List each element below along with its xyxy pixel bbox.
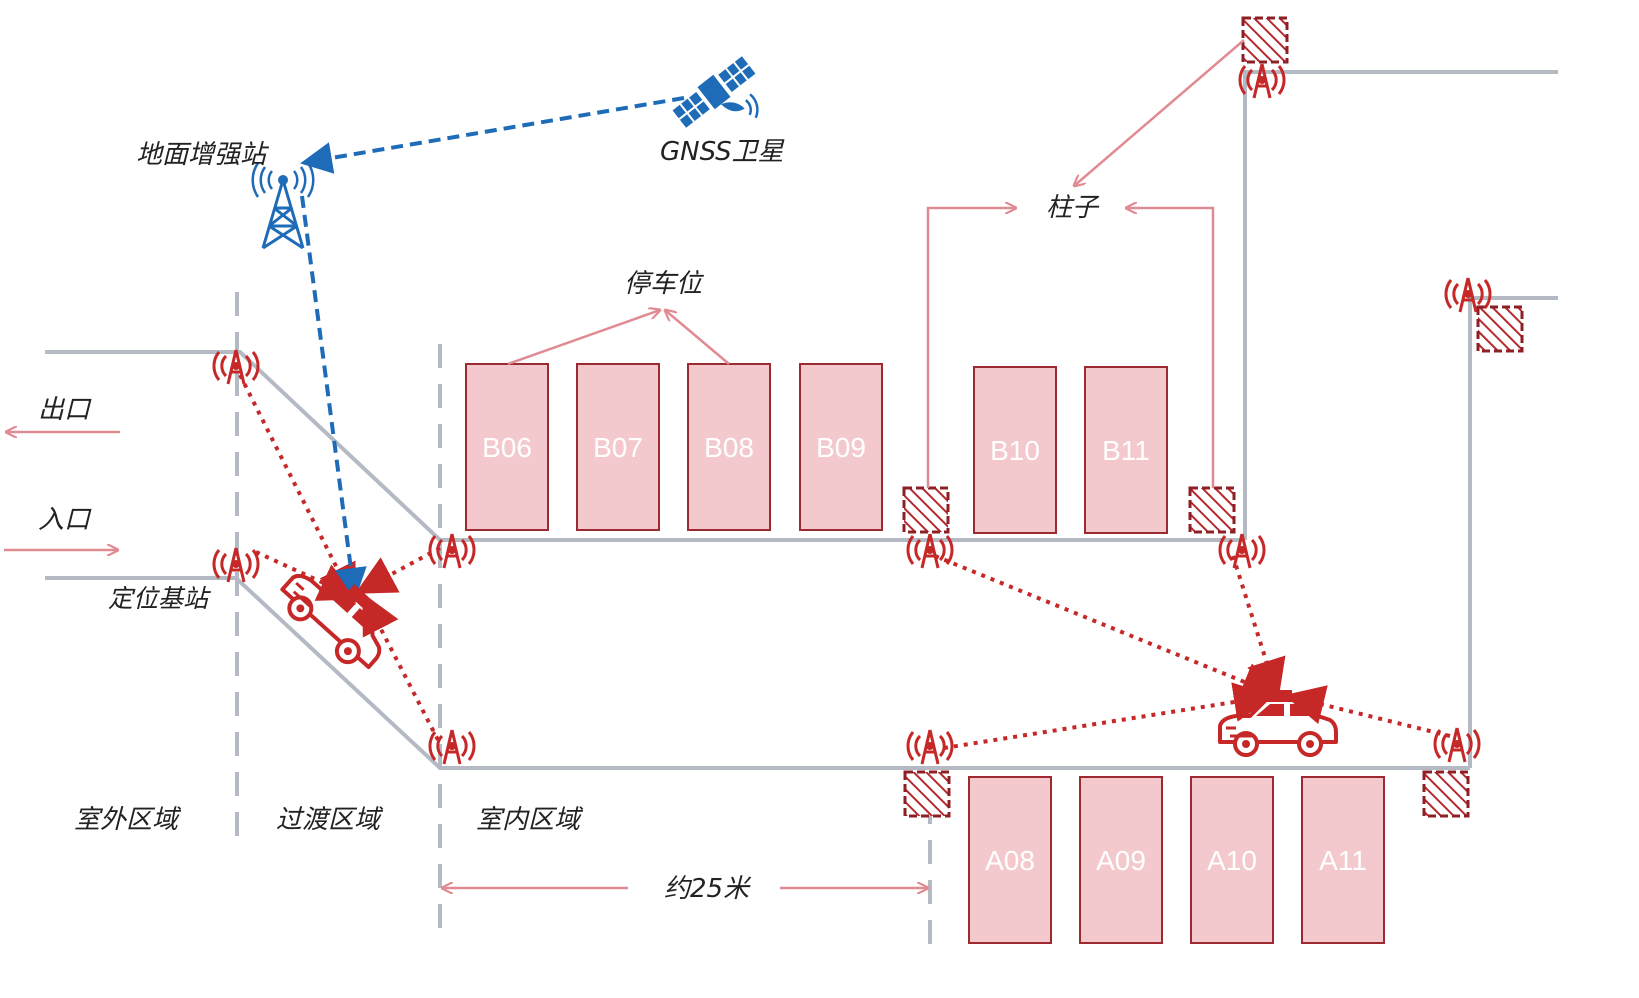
- pillar-leader-right: [1126, 208, 1215, 488]
- signal-line: [943, 682, 1274, 750]
- satellite-icon: [672, 56, 759, 128]
- radio-beacon-icon: [906, 728, 954, 766]
- parking-slot: B11: [1084, 366, 1168, 534]
- slot-label: A09: [1096, 845, 1146, 876]
- parking-leader-right: [665, 310, 730, 365]
- exit-label: 出口: [38, 395, 92, 425]
- signal-line: [1284, 685, 1451, 738]
- parking-space-label: 停车位: [624, 269, 705, 299]
- hatched-pillar-icon: [1188, 486, 1236, 534]
- pillars: [902, 16, 1524, 818]
- signal-line: [934, 554, 1282, 701]
- annotation-leaders: [4, 39, 1245, 888]
- parking-slot: B06: [465, 363, 549, 531]
- car-icon: [1218, 688, 1338, 757]
- slot-label: B11: [1102, 435, 1150, 466]
- slot-label: A08: [985, 845, 1035, 876]
- parking-slots-top: B06 B07 B08 B09 B10 B11: [465, 363, 1168, 534]
- uwb-signals: [238, 374, 1451, 750]
- transition-zone-label: 过渡区域: [276, 805, 384, 835]
- parking-slot: A11: [1301, 776, 1385, 944]
- labels: 地面增强站 GNSS卫星 柱子 停车位 出口 入口 定位基站 室外区域 过渡区域…: [38, 137, 1100, 904]
- parking-slot: B08: [687, 363, 771, 531]
- slot-label: B06: [482, 432, 532, 463]
- zone-dividers: [235, 292, 932, 945]
- slot-label: B08: [704, 432, 754, 463]
- radio-beacon-icon: [428, 728, 476, 766]
- parking-slot: B09: [799, 363, 883, 531]
- pillar-leader-left: [926, 208, 1016, 488]
- indoor-zone-label: 室内区域: [476, 805, 584, 835]
- gnss-correction: [300, 195, 367, 600]
- wall-right-lower: [1468, 296, 1558, 768]
- parking-slot: B10: [973, 366, 1057, 534]
- parking-slot: A09: [1079, 776, 1163, 944]
- wall-right-upper: [1243, 70, 1558, 540]
- parking-slot: A08: [968, 776, 1052, 944]
- hatched-pillar-icon: [1241, 16, 1289, 64]
- wall-entrance: [45, 576, 1470, 770]
- outdoor-zone-label: 室外区域: [74, 805, 182, 835]
- signal-line: [238, 374, 356, 606]
- slot-label: B10: [990, 435, 1040, 466]
- signal-line: [362, 592, 440, 741]
- signal-line: [1231, 555, 1286, 700]
- parking-leader-left: [507, 310, 660, 366]
- parking-slots-bottom: A08 A09 A10 A11: [968, 776, 1385, 944]
- hatched-pillar-icon: [903, 770, 951, 818]
- gnss-signal: [300, 96, 685, 174]
- signal-line: [354, 546, 441, 594]
- entrance-label: 入口: [38, 505, 92, 535]
- slot-label: A11: [1319, 845, 1367, 876]
- slot-label: B07: [593, 432, 643, 463]
- parking-slot: B07: [576, 363, 660, 531]
- antenna-tower-icon: [251, 162, 315, 250]
- base-station-label: 定位基站: [108, 584, 211, 613]
- parking-slot: A10: [1190, 776, 1274, 944]
- distance-label: 约25米: [664, 874, 752, 904]
- wall-exit: [45, 350, 1245, 542]
- ground-station-label: 地面增强站: [136, 140, 270, 170]
- pillar-label: 柱子: [1046, 193, 1100, 223]
- slot-label: A10: [1207, 845, 1257, 876]
- radio-beacon-icon: [1433, 726, 1481, 764]
- hatched-pillar-icon: [1476, 305, 1524, 353]
- gnss-links: [300, 96, 685, 600]
- hatched-pillar-icon: [1422, 770, 1470, 818]
- signal-line: [255, 550, 360, 601]
- road-walls: [45, 70, 1558, 770]
- slot-label: B09: [816, 432, 866, 463]
- gnss-satellite-label: GNSS卫星: [660, 137, 785, 167]
- pillar-leader-top: [1074, 39, 1245, 186]
- hatched-pillar-icon: [902, 486, 950, 534]
